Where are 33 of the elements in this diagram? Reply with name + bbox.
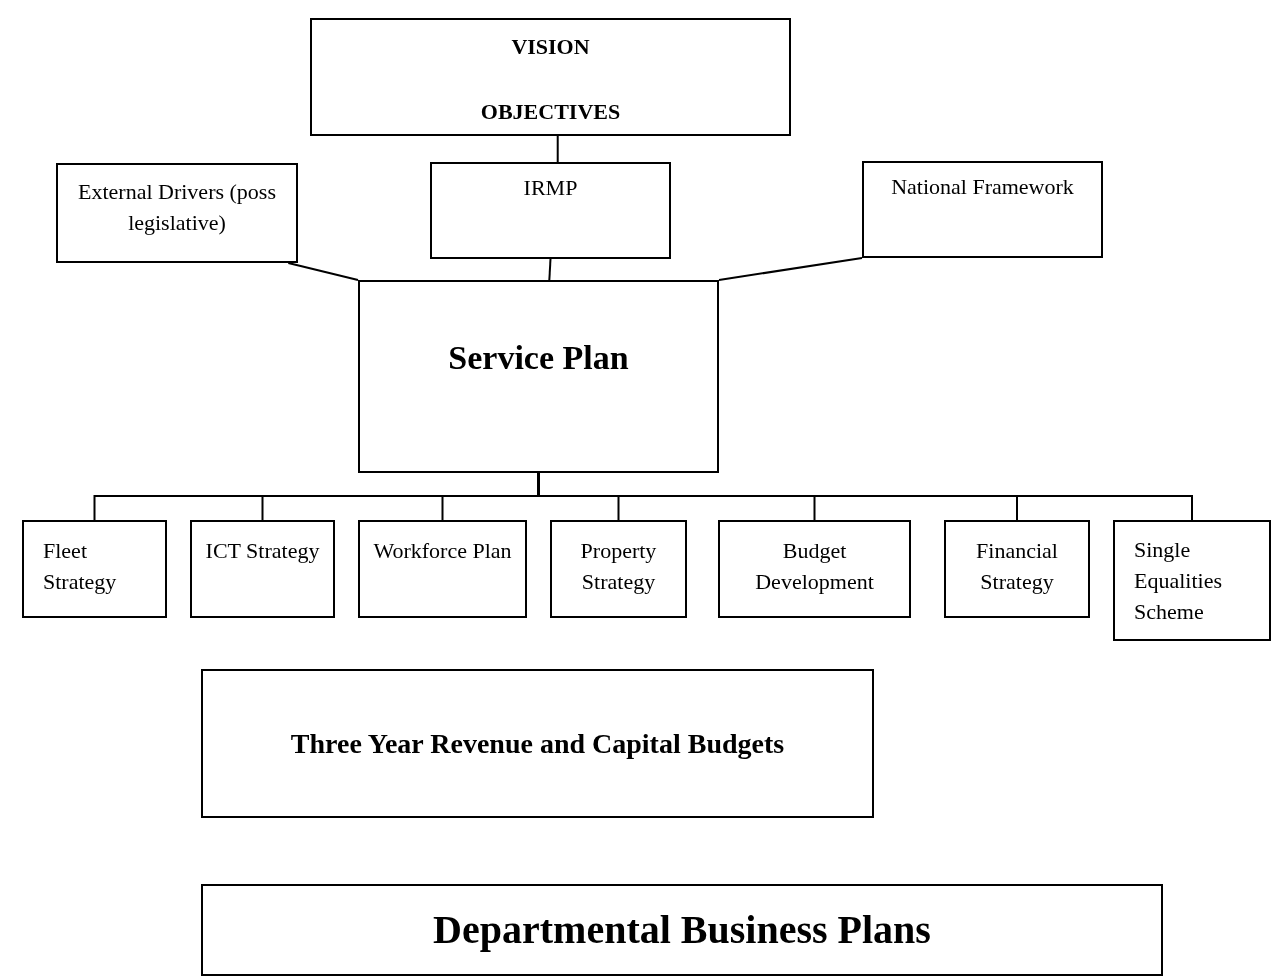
box-label: Budget Development [754,537,875,596]
box-label: External Drivers (poss legislative) [77,178,277,237]
box-label: Financial Strategy [975,537,1059,596]
service-plan-box [358,280,719,473]
box-label: ICT Strategy [204,537,321,565]
driver-box [56,163,298,263]
connector-line [548,258,552,281]
strategy-box [190,520,335,618]
box-label: Departmental Business Plans [432,906,932,954]
box-label: Workforce Plan [372,537,513,565]
box-label: VISION [510,33,591,61]
connector-line [718,257,863,281]
box-label: Single Equalities Scheme [1134,536,1223,626]
box-label: Property Strategy [579,537,658,596]
box-label: Service Plan [447,338,630,378]
box-label: OBJECTIVES [479,97,622,126]
plan-box [430,162,671,259]
budget-box [201,669,874,818]
strategy-box [358,520,527,618]
strategy-box [550,520,687,618]
strategy-box [22,520,167,618]
connector-line [556,135,559,163]
objectives-box [310,18,791,136]
strategy-box [718,520,911,618]
box-label: Three Year Revenue and Capital Budgets [289,726,786,761]
framework-box [862,161,1103,258]
box-label: National Framework [890,173,1075,201]
strategy-box [1113,520,1271,641]
strategy-box [944,520,1090,618]
connector-line [287,262,359,281]
box-label: Fleet Strategy [43,537,118,596]
business-plans-box [201,884,1163,976]
box-label: IRMP [522,174,579,202]
